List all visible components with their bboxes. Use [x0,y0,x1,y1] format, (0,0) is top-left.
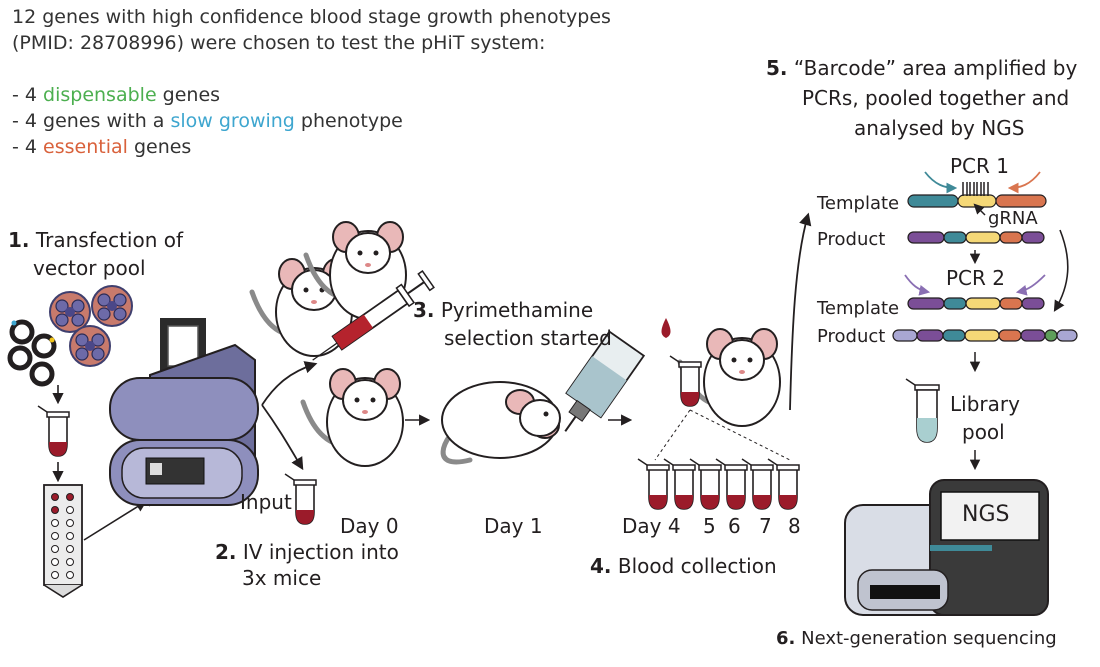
plasmid-rings [7,319,57,387]
electroporation-cuvette-strip [43,484,83,598]
intro-item-essential: - 4 essential genes [12,136,192,158]
day4-label: Day 4 [622,514,681,538]
step5-label: 5. “Barcode” area amplified by [766,56,1078,80]
library-label-line2: pool [962,420,1005,444]
water-bottle [564,330,646,432]
day7-label: 7 [759,514,772,538]
input-label: Input [240,490,292,514]
ngs-screen-label: NGS [962,502,1010,527]
intro-item-dispensable: - 4 dispensable genes [12,84,221,106]
intro-text: 12 genes with high confidence blood stag… [12,4,611,160]
electroporator-machine [109,318,259,507]
pcr1-label: PCR 1 [950,154,1010,178]
step3-label-line2: selection started [444,326,612,350]
day0-label: Day 0 [340,514,399,538]
library-label: Library [950,392,1020,416]
pcr2-template [904,274,1046,310]
intro-item-slow: - 4 genes with a slow growing phenotype [12,110,403,132]
template-label-1: Template [817,193,900,214]
step1-label: 1. Transfection of [8,228,184,252]
syringe [312,270,435,361]
step1-label-line2: vector pool [33,256,146,280]
day8-label: 8 [788,514,801,538]
step6-label: 6. Next-generation sequencing [776,628,1057,649]
pcr2-label: PCR 2 [946,266,1006,290]
day5-label: 5 [703,514,716,538]
intro-line-1: 12 genes with high confidence blood stag… [12,6,611,28]
library-tube [905,378,940,443]
grna-label: gRNA [988,208,1038,229]
intro-line-2: (PMID: 28708996) were chosen to test the… [12,32,546,54]
step5-label-line2: PCRs, pooled together and [802,86,1070,110]
day6-label: 6 [728,514,741,538]
step4-label: 4. Blood collection [590,554,777,578]
template-label-2: Template [817,298,900,319]
step5-label-line3: analysed by NGS [854,116,1025,140]
pcr1-template [907,171,1047,216]
ngs-sequencer [844,479,1049,616]
product-label-1: Product [817,229,886,250]
product-label-2: Product [817,326,886,347]
step2-label-line2: 3x mice [242,566,322,590]
pcr1-product [907,231,1045,244]
step2-label: 2. IV injection into [215,540,399,564]
drinking-mouse [440,381,561,465]
day1-label: Day 1 [484,514,543,538]
step3-label: 3. Pyrimethamine [413,298,594,322]
pcr2-product [892,329,1078,342]
